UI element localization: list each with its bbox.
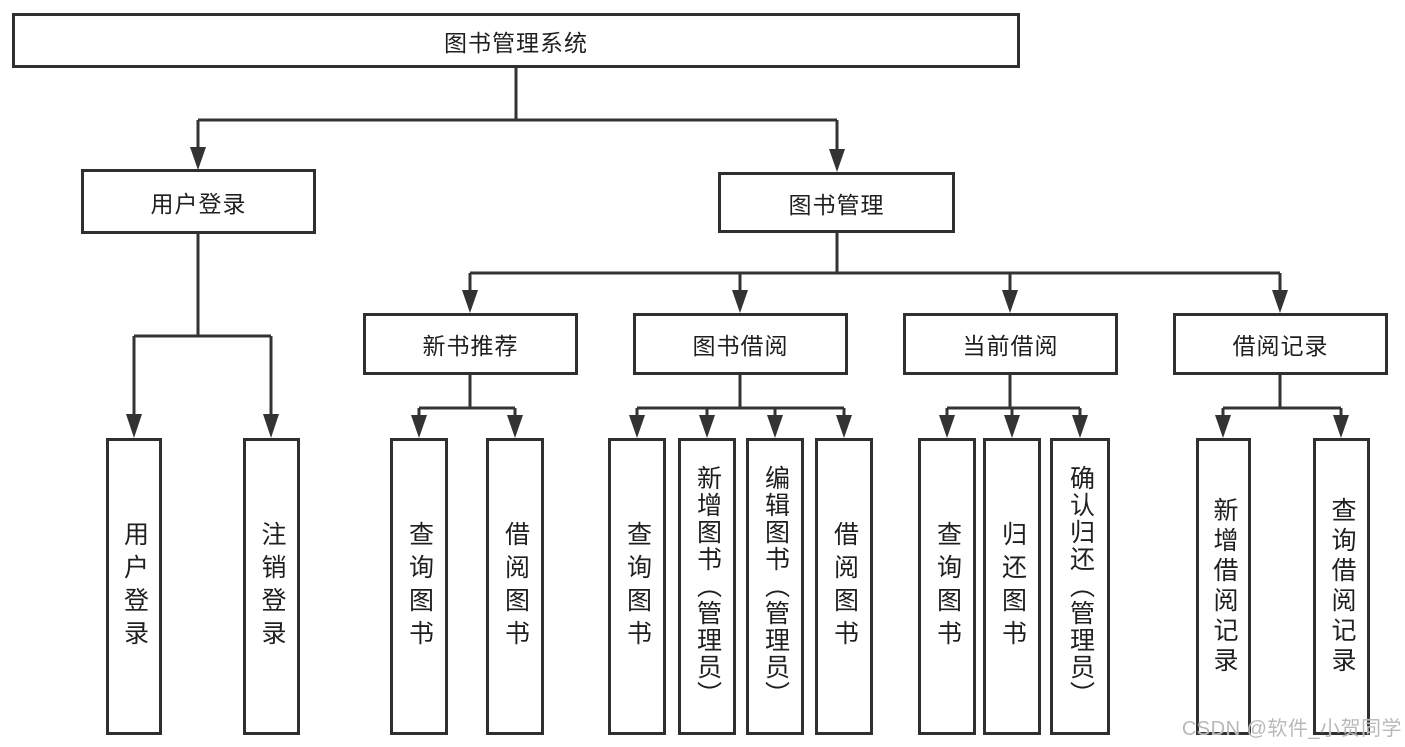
leaf-label: 新增借阅记录	[1210, 496, 1238, 677]
node-user-login: 用户登录	[81, 169, 316, 234]
leaf-label: 编辑图书（管理员）	[761, 465, 790, 708]
node-leaf-query-books-2: 查询图书	[608, 438, 666, 735]
node-leaf-add-borrow-record: 新增借阅记录	[1196, 438, 1251, 735]
node-book-borrowing: 图书借阅	[633, 313, 848, 375]
node-current-borrowing: 当前借阅	[903, 313, 1118, 375]
node-new-book-recommend: 新书推荐	[363, 313, 578, 375]
csdn-watermark: CSDN @软件_小贺同学	[1181, 718, 1402, 740]
node-leaf-add-book-admin: 新增图书（管理员）	[678, 438, 736, 735]
node-leaf-return-books: 归还图书	[983, 438, 1041, 735]
leaf-label: 确认归还（管理员）	[1066, 465, 1095, 708]
leaf-label: 借阅图书	[501, 520, 530, 653]
leaf-label: 用户登录	[120, 520, 149, 653]
leaf-label: 新增图书（管理员）	[693, 465, 722, 708]
leaf-label: 查询图书	[623, 520, 652, 653]
leaf-label: 借阅图书	[830, 520, 859, 653]
leaf-label: 归还图书	[998, 520, 1027, 653]
node-leaf-edit-book-admin: 编辑图书（管理员）	[746, 438, 804, 735]
node-leaf-query-books-3: 查询图书	[918, 438, 976, 735]
leaf-label: 查询图书	[405, 520, 434, 653]
node-leaf-query-books-1: 查询图书	[390, 438, 448, 735]
node-borrowing-records: 借阅记录	[1173, 313, 1388, 375]
leaf-label: 查询借阅记录	[1328, 496, 1356, 677]
node-leaf-borrow-books-2: 借阅图书	[815, 438, 873, 735]
leaf-label: 注销登录	[258, 520, 286, 653]
node-leaf-confirm-return-admin: 确认归还（管理员）	[1050, 438, 1110, 735]
node-leaf-borrow-books-1: 借阅图书	[486, 438, 544, 735]
leaf-label: 查询图书	[933, 520, 962, 653]
node-root-library-system: 图书管理系统	[12, 13, 1020, 68]
node-book-management: 图书管理	[718, 172, 955, 233]
node-leaf-user-login: 用户登录	[106, 438, 162, 735]
node-leaf-logout: 注销登录	[243, 438, 300, 735]
node-leaf-query-borrow-record: 查询借阅记录	[1313, 438, 1370, 735]
